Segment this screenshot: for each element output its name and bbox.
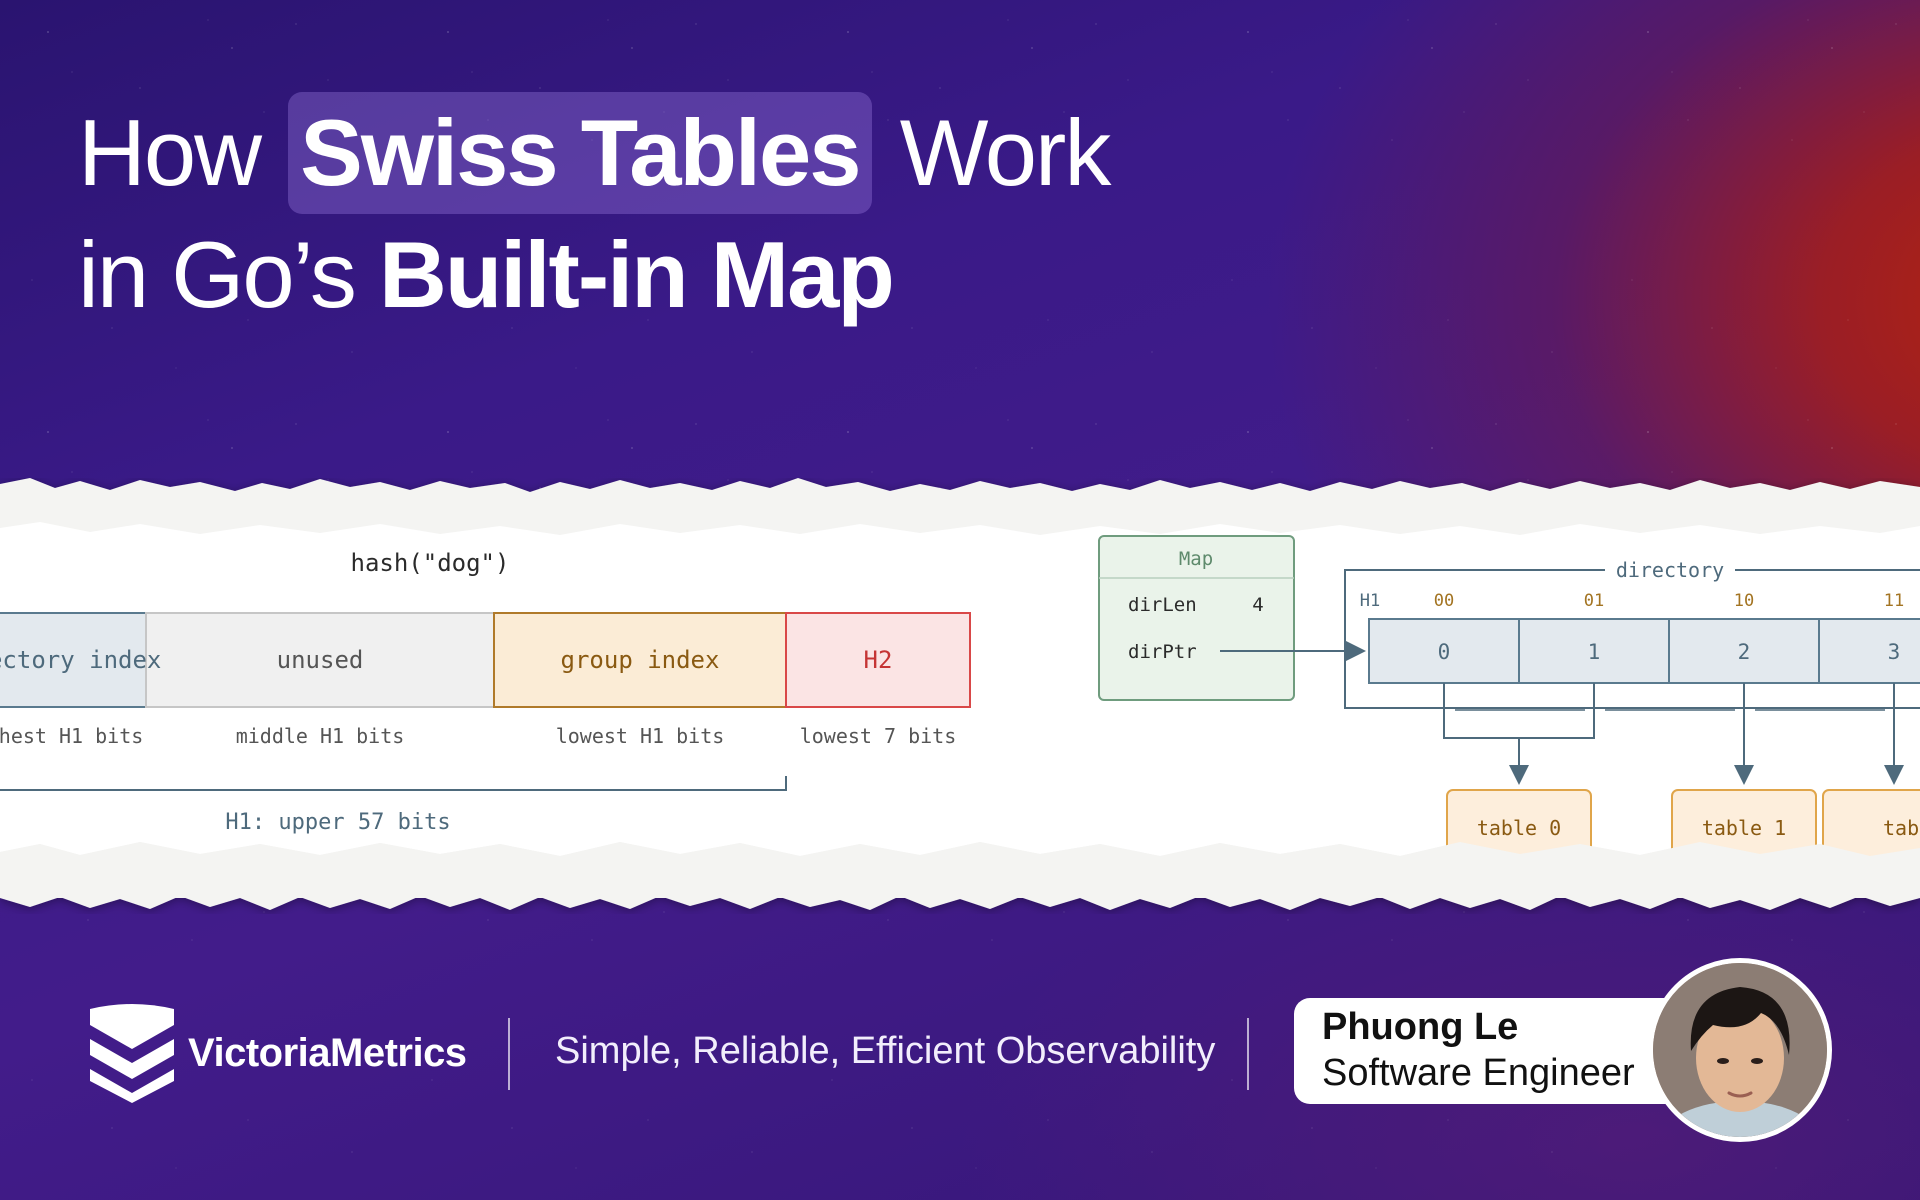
directory-h1-label: H1: [1360, 591, 1380, 611]
headline-line-1: How Swiss Tables Work: [78, 92, 1112, 214]
directory-slot-0-label: 0: [1438, 640, 1451, 664]
victoriametrics-logo: VictoriaMetrics: [86, 1003, 467, 1103]
h1-bracket: [0, 776, 787, 791]
directory-slot-1: [1518, 618, 1670, 684]
directory-bits-1: 01: [1584, 591, 1604, 611]
table-1-label: table 1: [1702, 816, 1786, 840]
avatar-illustration: [1653, 963, 1827, 1137]
segment-label-unused: unused: [277, 646, 364, 674]
map-title: Map: [1179, 548, 1213, 570]
hash-bit-segments: directory index unused group index H2 hi…: [0, 612, 971, 748]
headline-how: How: [78, 100, 262, 205]
map-field-dirlen: dirLen: [1128, 594, 1197, 616]
directory-slot-2: [1668, 618, 1820, 684]
segment-sub-unused: middle H1 bits: [236, 724, 405, 748]
directory-title: directory: [1616, 558, 1724, 582]
author-avatar: [1648, 958, 1832, 1142]
segment-label-group: group index: [561, 646, 720, 674]
segment-label-directory: directory index: [0, 646, 161, 674]
segment-label-h2: H2: [864, 646, 893, 674]
tagline: Simple, Reliable, Efficient Observabilit…: [555, 1030, 1216, 1072]
hash-label: hash("dog"): [351, 549, 510, 577]
map-field-dirlen-value: 4: [1252, 594, 1263, 616]
map-field-dirptr: dirPtr: [1128, 641, 1197, 663]
headline-in-go: in Go’s: [78, 222, 357, 327]
torn-paper-diagram: hash("dog") directory index unused group…: [0, 478, 1920, 914]
torn-paper-bottom-edge: [0, 842, 1920, 898]
footer-divider-left: [508, 1018, 510, 1090]
diagram-canvas: hash("dog") directory index unused group…: [0, 478, 1920, 910]
map-struct-box: Map dirLen 4 dirPtr: [1098, 535, 1295, 701]
segment-sub-h2: lowest 7 bits: [800, 724, 957, 748]
author-role: Software Engineer: [1322, 1052, 1635, 1094]
brand-name: VictoriaMetrics: [188, 1030, 467, 1075]
victoriametrics-chevron-logo-icon: [90, 1004, 174, 1103]
segment-h2: [785, 612, 971, 708]
tables: table 0 table 1 table 2: [1446, 789, 1920, 871]
article-headline: How Swiss Tables Work in Go’s Built-in M…: [78, 92, 1112, 336]
table-0-label: table 0: [1477, 816, 1561, 840]
segment-sub-group: lowest H1 bits: [556, 724, 725, 748]
segment-directory-index: [0, 612, 147, 708]
directory-slot-1-label: 1: [1588, 640, 1601, 664]
directory-frame: directory H1 00 01 10 11 0 1 2 3: [1344, 558, 1920, 781]
slot-connector-0-1: [1443, 683, 1595, 781]
directory-bits-3: 11: [1884, 591, 1904, 611]
table-2-label: table 2: [1883, 816, 1920, 840]
author-name: Phuong Le: [1322, 1006, 1519, 1048]
headline-built-in-map: Built-in Map: [378, 222, 895, 327]
headline-line-2: in Go’s Built-in Map: [78, 214, 1109, 336]
directory-bits-2: 10: [1734, 591, 1754, 611]
headline-highlight: Swiss Tables: [288, 92, 872, 214]
h1-label: H1: upper 57 bits: [225, 810, 450, 835]
directory-slot-3: [1818, 618, 1920, 684]
directory-bits-0: 00: [1434, 591, 1454, 611]
headline-work: Work: [899, 100, 1112, 205]
segment-sub-directory: highest H1 bits: [0, 724, 143, 748]
author-card: Phuong Le Software Engineer: [1294, 998, 1694, 1104]
directory-slot-3-label: 3: [1888, 640, 1901, 664]
footer-divider-right: [1247, 1018, 1249, 1090]
directory-slot-2-label: 2: [1738, 640, 1751, 664]
